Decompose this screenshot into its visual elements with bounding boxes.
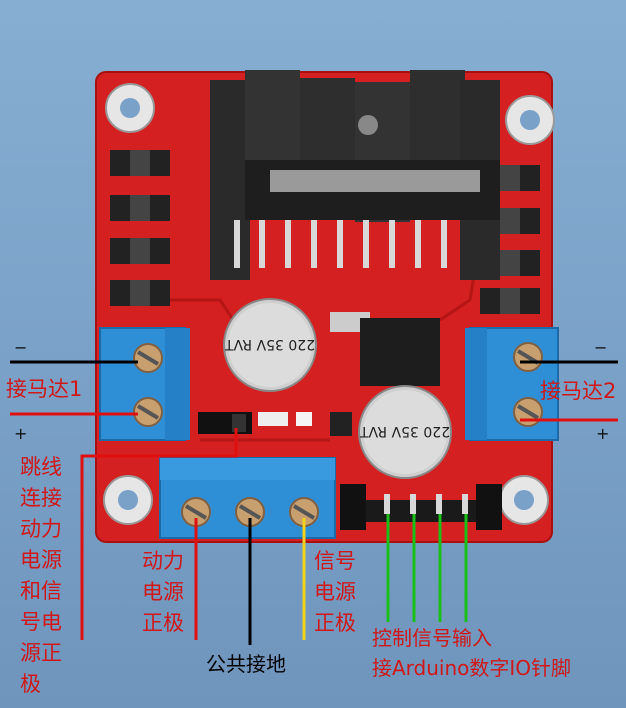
label-motor2: 接马达2 (540, 379, 617, 403)
capacitor-left (223, 298, 317, 392)
motor2-plus-sign: + (596, 424, 610, 443)
label-common-ground: 公共接地 (206, 652, 286, 676)
annotation-lines (10, 360, 618, 645)
line-jumper (80, 428, 238, 640)
heatsink (210, 70, 500, 280)
smd-led (296, 412, 312, 426)
mounting-hole-bottom-left (103, 475, 153, 525)
terminal-block-motor1 (99, 327, 190, 441)
smd-chip (330, 412, 352, 436)
jumper-power (198, 412, 252, 434)
smd-resistor (258, 412, 288, 426)
mounting-hole-top-right (505, 95, 555, 145)
label-signal-positive: 信号电源正极 (314, 549, 356, 635)
label-arduino-io: 接Arduino数字IO针脚 (372, 656, 572, 680)
chip-pins (234, 220, 447, 268)
diodes-left (110, 150, 170, 306)
terminal-block-power (159, 457, 336, 539)
label-motor1: 接马达1 (6, 377, 83, 401)
label-control-input: 控制信号输入 (372, 626, 492, 650)
label-jumper-note: 跳线连接动力电源和信号电源正极 (20, 455, 62, 696)
motor1-plus-sign: + (14, 424, 28, 443)
motor2-minus-sign: − (594, 338, 608, 357)
mounting-hole-top-left (105, 83, 155, 133)
control-header (340, 484, 502, 530)
capacitor-left-marking: 220 35V RVT (225, 336, 316, 352)
motor1-minus-sign: − (14, 338, 28, 357)
mounting-hole-bottom-right (499, 475, 549, 525)
capacitor-right (358, 385, 452, 479)
label-power-positive: 动力电源正极 (142, 549, 184, 635)
capacitor-right-marking: 220 35V RVT (360, 423, 451, 439)
voltage-regulator (330, 312, 440, 386)
